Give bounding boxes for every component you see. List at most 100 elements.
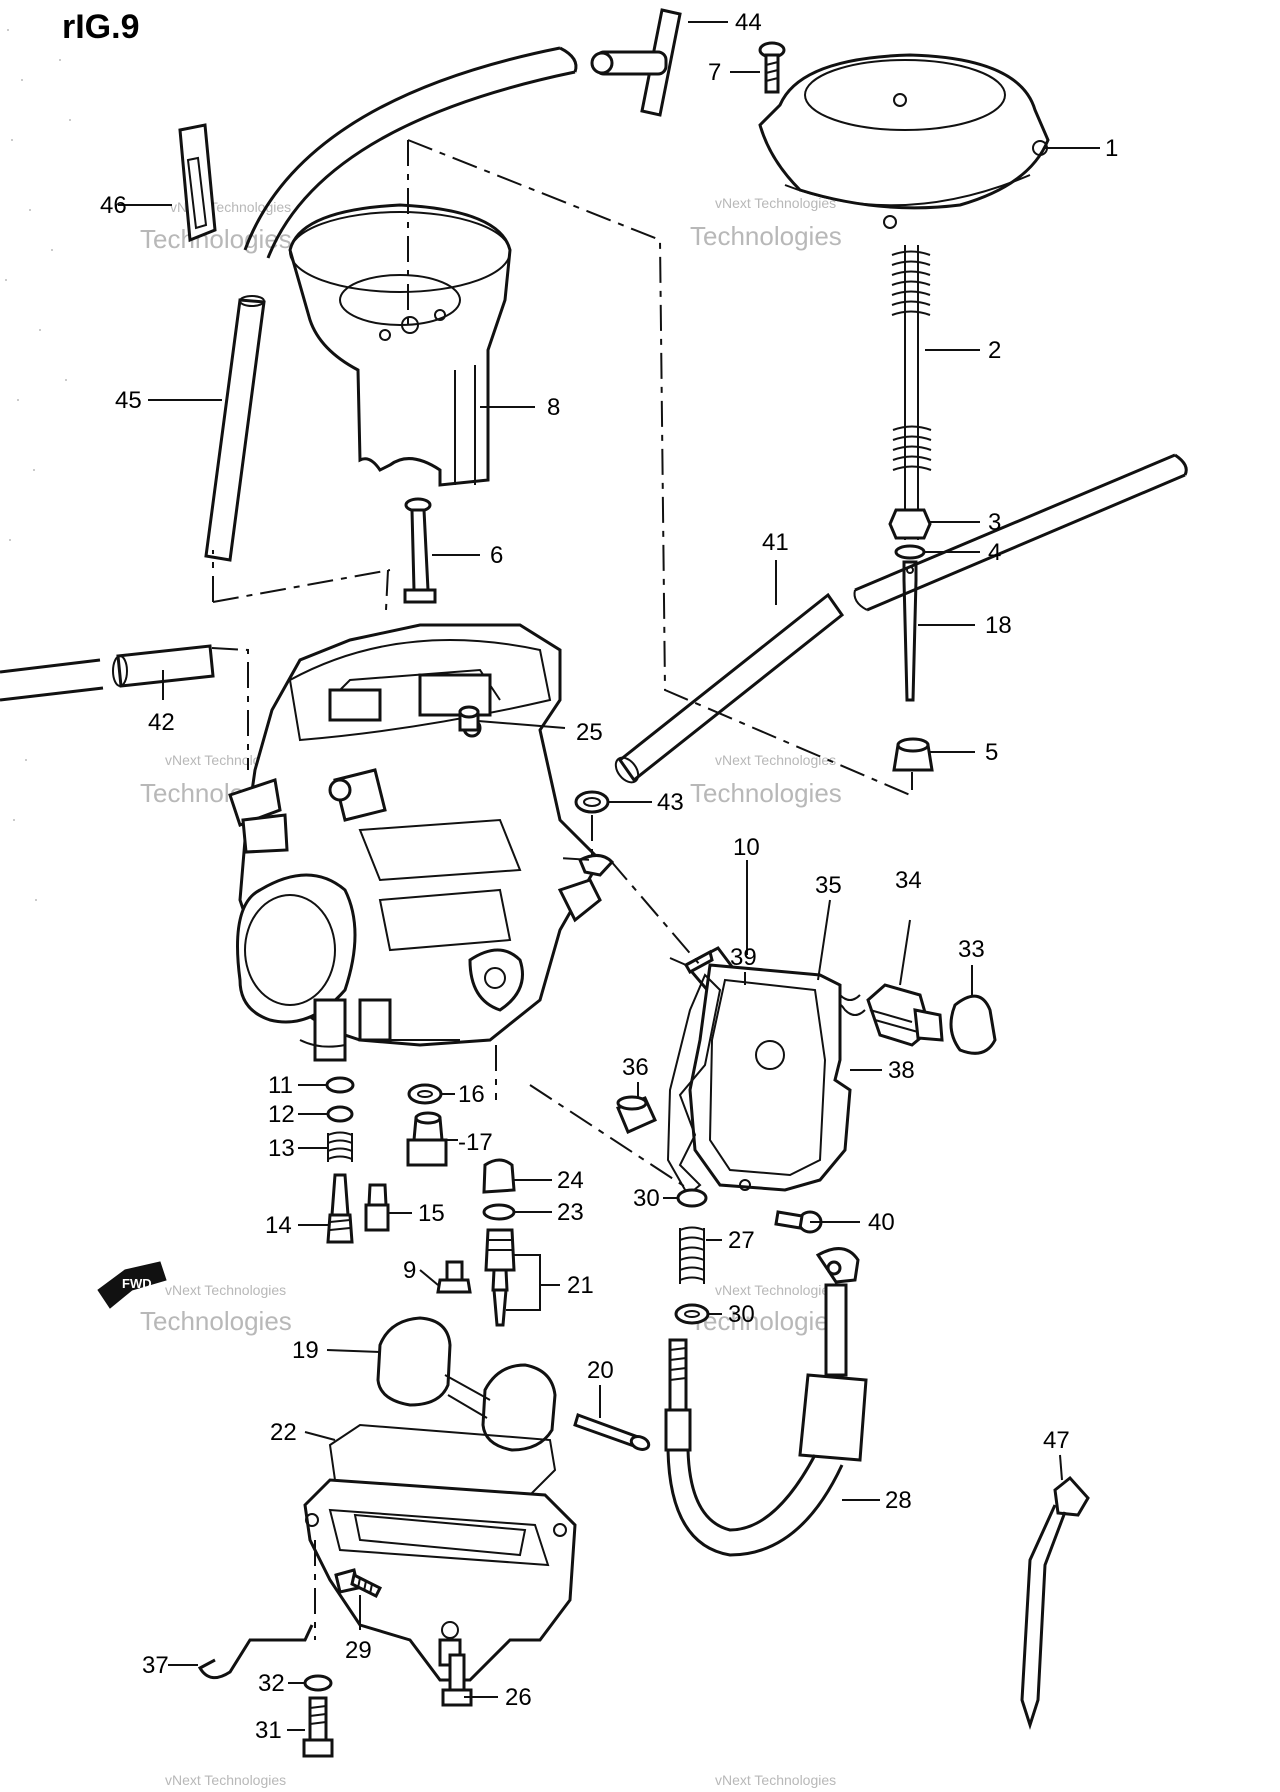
callout-42: 42 [148,709,175,736]
part-16-washer [407,1083,443,1105]
part-37-wire-clip [197,1624,314,1680]
callout-39: 39 [730,944,757,971]
fwd-label: FWD [122,1276,152,1291]
callout-29: 29 [345,1637,372,1664]
part-30-washer-lower [674,1303,710,1325]
part-44-fitting [590,8,682,117]
callout-9: 9 [403,1257,416,1284]
part-27-spring [679,1226,705,1284]
part-36-jet-holder [616,1095,657,1134]
callout-35: 35 [815,872,842,899]
svg-text:Technologies: Technologies [690,778,842,808]
svg-text:Technologies: Technologies [690,1306,842,1336]
part-25-screw [458,705,480,732]
part-5-holder [892,737,934,772]
part-45-hose-lower [204,295,266,562]
part-8-diaphragm-piston [288,203,512,487]
part-38-cover [688,963,852,1192]
svg-text:vNext Technologies: vNext Technologies [715,1282,836,1298]
part-39-gasket [666,973,722,1197]
callout-13: 13 [268,1135,295,1162]
callout-46: 46 [100,192,127,219]
assembly-lines [211,139,913,1640]
callout-40: 40 [868,1209,895,1236]
part-47-overflow-tube [1020,1475,1090,1730]
callout-10: 10 [733,834,760,861]
callout-21: 21 [567,1272,594,1299]
part-28-starter-cable [664,1247,868,1557]
callout-31: 31 [255,1717,282,1744]
callout-32: 32 [258,1670,285,1697]
callout-41: 41 [762,529,789,556]
part-6-screw [403,497,437,604]
callout-12: 12 [268,1101,295,1128]
part-41-hose [614,453,1188,784]
svg-text:vNext Technologies: vNext Technologies [715,195,836,211]
callout-25: 25 [576,719,603,746]
part-45-hose-upper [243,46,578,259]
callout-18: 18 [985,612,1012,639]
part-1-top-cap [758,53,1050,229]
part-24-main-jet-cap [482,1158,516,1194]
callout-38: 38 [888,1057,915,1084]
callout-11: 11 [268,1072,293,1099]
svg-text:vNext Technologies: vNext Technologies [715,752,836,768]
figure-title: rIG.9 [62,8,139,46]
callout-16: 16 [458,1081,485,1108]
part-9-jet [436,1260,472,1294]
part-12-washer [326,1105,354,1123]
svg-text:Technologies: Technologies [140,1306,292,1336]
part-43-o-ring [574,790,610,814]
part-main-carburetor-body [228,623,615,1062]
callout-1: 1 [1105,135,1118,162]
part-11-washer [325,1076,355,1094]
callout-4: 4 [988,539,1001,566]
callout-30-lower: 30 [728,1301,755,1328]
callout-6: 6 [490,542,503,569]
part-18-jet-needle [902,560,918,702]
callout-36: 36 [622,1054,649,1081]
part-32-washer [303,1674,333,1692]
callout-7: 7 [708,59,721,86]
callout-19: 19 [292,1337,319,1364]
part-float-bowl [303,1478,577,1682]
part-23-o-ring [482,1203,516,1221]
scan-noise [5,29,71,901]
callout-23: 23 [557,1199,584,1226]
part-3-nut [888,508,932,540]
callout-8: 8 [547,394,560,421]
callout-33: 33 [958,936,985,963]
callout-5: 5 [985,739,998,766]
callout-17: -17 [458,1129,493,1156]
part-31-screw [302,1696,334,1758]
part-30-washer-upper [676,1188,708,1208]
callout-2: 2 [988,337,1001,364]
svg-text:vNext Technologies: vNext Technologies [165,1282,286,1298]
part-17-needle-jet [406,1111,448,1167]
svg-text:vNext Technologies: vNext Technologies [165,1772,286,1788]
part-2-spring-rod [891,245,932,540]
part-13-spring [327,1131,353,1162]
callout-45: 45 [115,387,142,414]
callout-34: 34 [895,867,922,894]
callout-20: 20 [587,1357,614,1384]
callout-26: 26 [505,1684,532,1711]
callout-28: 28 [885,1487,912,1514]
part-46-clip [178,123,217,243]
part-19-float [376,1316,557,1452]
callout-24: 24 [557,1167,584,1194]
part-20-screw [573,1413,651,1451]
part-33-rubber-cap [949,994,997,1055]
fwd-arrow-icon: FWD [97,1261,167,1309]
part-15-pilot-jet [364,1183,390,1232]
leader-lines [118,21,1100,1731]
callout-3: 3 [988,509,1001,536]
callout-27: 27 [728,1227,755,1254]
callout-43: 43 [657,789,684,816]
part-14-pilot-screw [326,1173,354,1244]
callout-30-upper: 30 [633,1185,660,1212]
callout-47: 47 [1043,1427,1070,1454]
svg-text:Technologies: Technologies [690,221,842,251]
part-29-drain-screw [334,1568,383,1599]
